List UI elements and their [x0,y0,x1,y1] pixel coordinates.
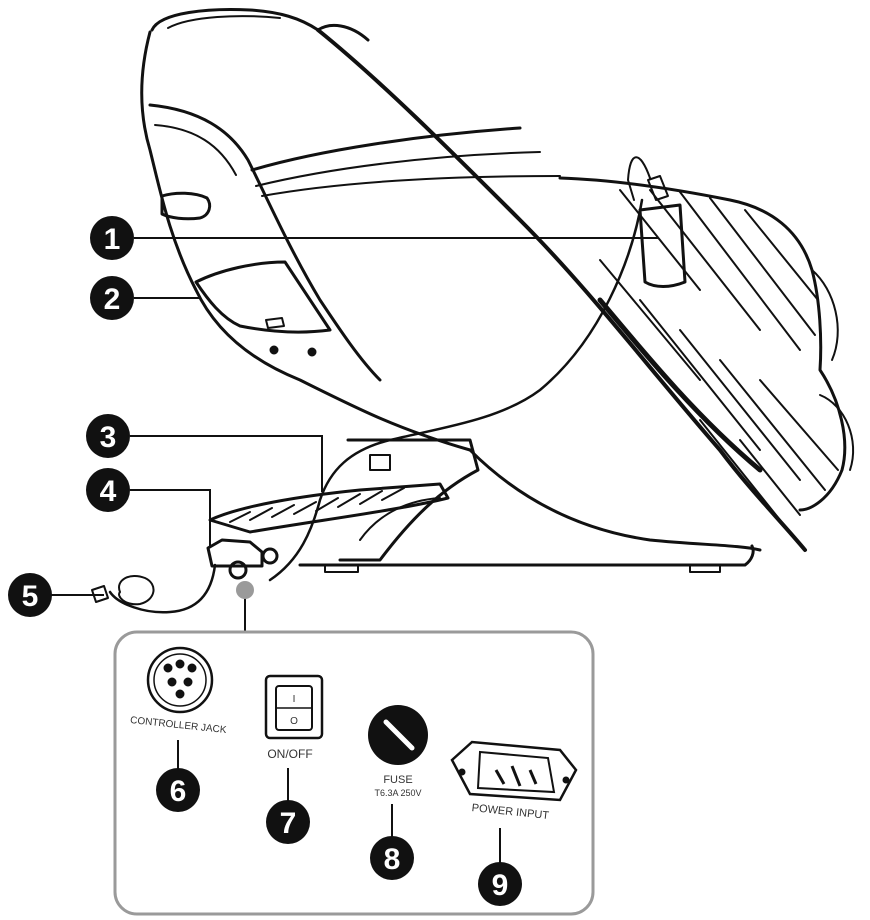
switch-off-mark: O [290,716,298,727]
pedestal [338,438,480,562]
seat-edge [597,297,763,473]
headrest [150,8,370,42]
rear-skid [208,482,450,534]
callout-7: 7 [266,768,310,844]
side-panel-edge-2 [154,124,237,176]
controller-cable [268,198,644,582]
tablet-clip [647,175,669,201]
side-slot [265,317,285,329]
callout-1: 1 [90,216,134,260]
callout-9: 9 [478,828,522,906]
callout-6: 6 [156,740,200,812]
base-curve [468,448,762,552]
base-foot-right [689,564,721,573]
callout-3-number: 3 [100,421,117,454]
armrest-band-low [261,175,561,197]
tablet-holder [638,203,687,288]
power-cord [108,563,217,614]
callout-8: 8 [370,804,414,880]
controller-jack-icon [146,646,214,714]
callout-3: 3 [86,414,130,458]
fuse-icon [368,705,428,765]
rear-connector-block [206,538,264,568]
screw-b [307,347,317,357]
power-input-icon [450,740,578,802]
leg-rest-side [811,269,839,361]
callout-5: 5 [8,573,52,617]
panel-origin-dot [236,581,254,599]
callout-7-number: 7 [280,807,297,840]
tablet-cable-top [627,156,651,201]
rear-knob [261,547,279,565]
back-shell-outer [140,30,472,452]
callout-6-number: 6 [170,775,187,808]
leader-lines [48,237,658,632]
callout-2: 2 [90,276,134,320]
side-handle [160,191,212,221]
switch-on-mark: I [293,694,296,705]
screw-a [269,345,279,355]
fuse-label: FUSE [383,774,412,786]
leg-rest-stripes [599,189,839,521]
leader-3 [130,435,323,492]
power-cord-coil [118,574,155,606]
callout-8-number: 8 [384,843,401,876]
callout-4-number: 4 [100,475,117,508]
fuse-rating-label: T6.3A 250V [374,788,421,798]
callout-9-number: 9 [492,869,509,902]
rear-port [228,560,248,580]
side-panel-edge [148,103,382,382]
armrest-band-top [250,126,522,172]
armrest-band-mid [255,151,541,187]
callout-5-number: 5 [22,580,39,613]
side-lower-panel [194,260,332,334]
power-plug [91,585,109,603]
chair-illustration [91,8,855,614]
base-foot-left [324,564,359,573]
leg-rest [558,176,847,512]
switch-label: ON/OFF [267,747,312,761]
power-switch-icon [264,674,324,740]
shell-sweep [316,28,807,552]
leg-rest-foot [819,394,855,471]
callout-1-number: 1 [104,223,121,256]
headrest-top-inner [167,15,281,29]
skid-ribs [229,487,405,523]
callout-4: 4 [86,468,130,512]
leader-4 [130,489,211,548]
base-floor [298,544,755,567]
callout-2-number: 2 [104,283,121,316]
pedestal-inner [369,454,391,471]
detail-panel [113,630,595,916]
